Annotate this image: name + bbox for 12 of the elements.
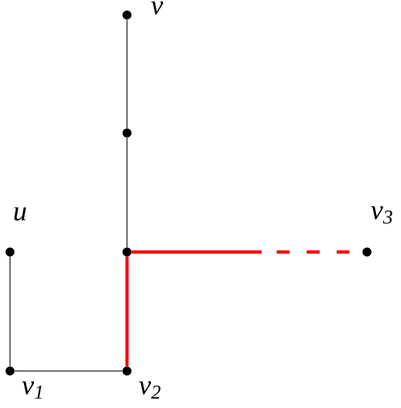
edge-line: [126, 137, 128, 248]
edge-line: [126, 19, 128, 129]
vertex-label: v: [151, 1, 164, 15]
edge-line: [132, 250, 350, 254]
vertex-label: u: [14, 207, 26, 221]
vertex-dot: [122, 248, 132, 256]
edge-line: [125, 256, 129, 366]
vertex-label: v$_{2}$: [139, 381, 160, 399]
vertex-label: v$_{1}$: [22, 381, 42, 399]
edge-line: [14, 370, 123, 372]
vertex-dot: [122, 128, 132, 138]
vertex-label: v$_{3}$: [371, 206, 392, 224]
